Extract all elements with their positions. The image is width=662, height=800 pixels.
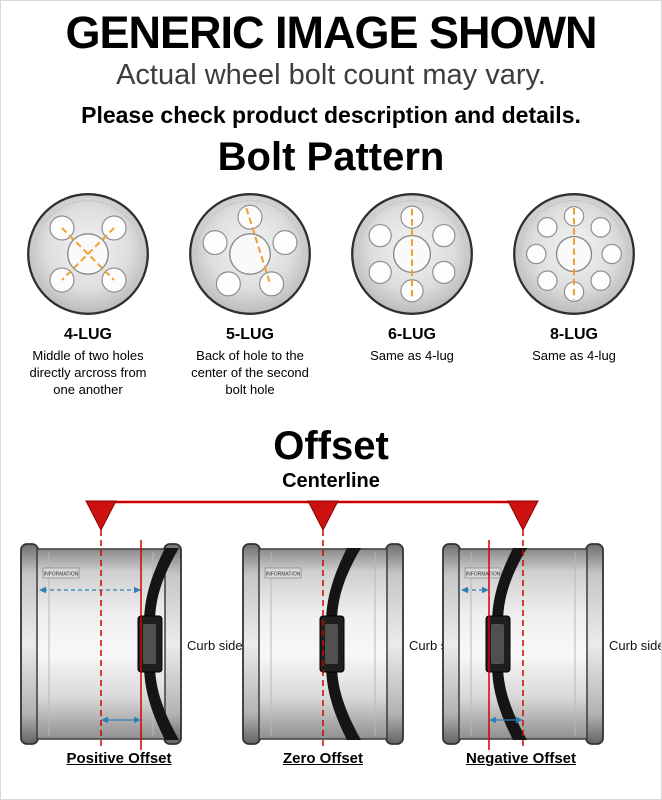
lug-label: 5-LUG: [226, 326, 274, 344]
barrel-stamp-box: [264, 567, 302, 579]
lug-item-8: 8-LUG Same as 4-lug: [499, 185, 649, 420]
wheel-face-ring: [34, 200, 142, 309]
lug-item-5: 5-LUG Back of hole to the center of the …: [175, 185, 325, 420]
wheel-face-ring: [520, 200, 628, 309]
negative-offset-label: Negative Offset: [465, 750, 577, 768]
inboard-lip: [242, 543, 261, 746]
lug-wheel-5-icon: [189, 193, 311, 316]
offset-heading: Offset: [273, 424, 389, 469]
center-bore: [229, 233, 271, 276]
lug-holes: [526, 206, 622, 303]
lug-wheel-6-icon: [351, 193, 473, 316]
hub-bore: [325, 624, 338, 665]
lug-item-6: 6-LUG Same as 4-lug: [337, 185, 487, 420]
zero-offset-label: Zero Offset: [282, 750, 364, 768]
centerline-marker-icon: [507, 500, 539, 532]
lug-wheel-4-icon: [27, 193, 149, 316]
lug-label: 8-LUG: [550, 326, 598, 344]
hub-bore: [491, 624, 504, 665]
lug-description: Back of hole to the center of the second…: [191, 348, 309, 397]
bolt-pattern-heading: Bolt Pattern: [217, 135, 445, 180]
offset-labels-row: Positive Offset Zero Offset Negative Off…: [1, 750, 661, 776]
lug-holes: [49, 215, 127, 293]
curb-side-label: Curb side: [609, 638, 662, 653]
barrel-stamp-box: [42, 567, 80, 579]
wheel-face-ring: [358, 200, 466, 309]
offset-arrow-icon: [489, 717, 523, 724]
bolt-pattern-section: Bolt Pattern 4-LUG Midd: [1, 135, 661, 420]
barrel-stamp-box: [464, 567, 502, 579]
centerline-label: Centerline: [282, 470, 380, 493]
outboard-lip: [163, 543, 182, 746]
hub-bore: [143, 624, 156, 665]
curb-side-label: Curb side: [187, 638, 243, 653]
zero-offset-wheel: INFORMATION Curb side: [242, 530, 465, 751]
wheel-face-ring: [196, 200, 304, 309]
lug-holes: [202, 204, 298, 297]
lug-row: 4-LUG Middle of two holes directly arcro…: [1, 185, 661, 420]
lug-label: 4-LUG: [64, 326, 112, 344]
lug-wheel-8-icon: [513, 193, 635, 316]
negative-offset-wheel: INFORMATION Curb side: [442, 530, 662, 751]
backspacing-arrow-icon: [461, 587, 489, 594]
barrel-stamp: INFORMATION: [266, 572, 301, 578]
positive-offset-wheel: INFORMATION Curb side: [20, 530, 243, 751]
offset-arrow-icon: [101, 717, 141, 724]
outboard-lip: [585, 543, 604, 746]
inboard-lip: [20, 543, 39, 746]
centerline-marker-icon: [85, 500, 117, 532]
outboard-lip: [385, 543, 404, 746]
wheel-face-profile: [137, 548, 179, 741]
page-title: GENERIC IMAGE SHOWN: [65, 7, 597, 58]
offset-section: Offset Centerline INFORMATION: [1, 424, 661, 776]
wheel-face-profile: [485, 548, 527, 741]
lug-description: Middle of two holes directly arcross fro…: [29, 348, 147, 397]
wheel-face-profile: [319, 548, 361, 741]
barrel-stamp: INFORMATION: [466, 572, 501, 578]
lug-description: Same as 4-lug: [532, 348, 616, 364]
barrel-stamp: INFORMATION: [44, 572, 79, 578]
page-subtitle: Actual wheel bolt count may vary.: [116, 59, 546, 92]
centerline-marker-icon: [307, 500, 339, 532]
lug-label: 6-LUG: [388, 326, 436, 344]
measurement-dashes: [61, 227, 115, 282]
backspacing-arrow-icon: [39, 587, 141, 594]
lug-description: Same as 4-lug: [370, 348, 454, 364]
lug-item-4: 4-LUG Middle of two holes directly arcro…: [13, 185, 163, 420]
page-note: Please check product description and det…: [81, 102, 581, 129]
offset-diagram: INFORMATION Curb side: [20, 500, 662, 751]
inboard-lip: [442, 543, 461, 746]
positive-offset-label: Positive Offset: [66, 750, 172, 768]
header: GENERIC IMAGE SHOWN Actual wheel bolt co…: [1, 9, 661, 129]
measurement-dashes: [245, 207, 272, 285]
